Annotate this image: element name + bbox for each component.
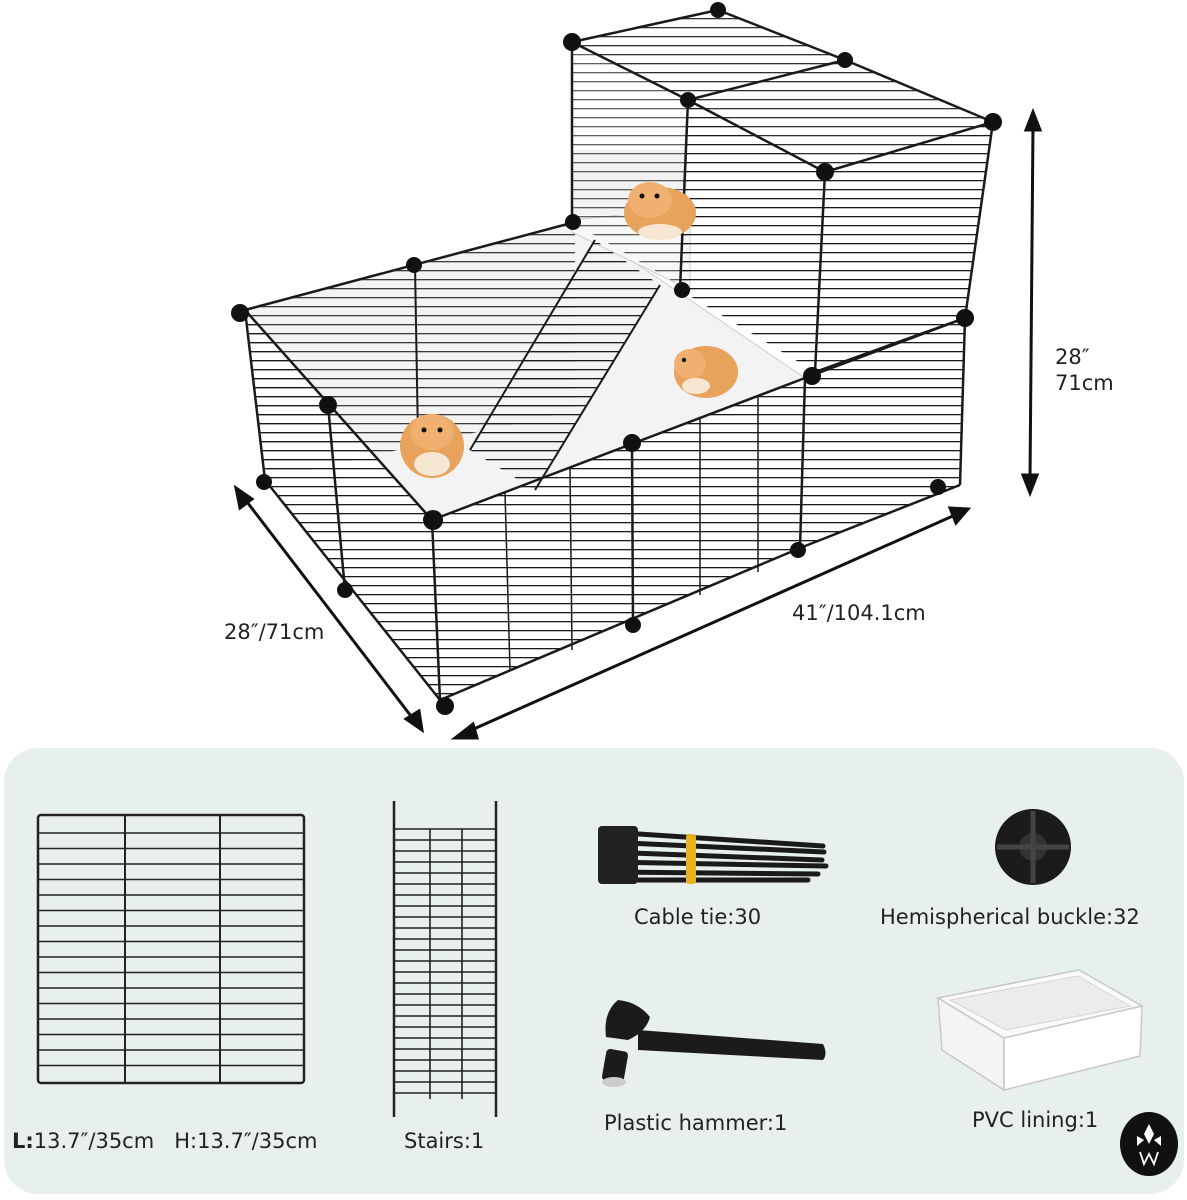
cage-illustration — [231, 2, 1043, 740]
buckle-icon — [995, 809, 1071, 885]
stairs-icon — [392, 801, 498, 1117]
depth-label: 28″/71cm — [224, 620, 325, 644]
length-prefix: L: — [12, 1129, 34, 1153]
panel-height: H:13.7″/35cm — [174, 1129, 318, 1153]
cable-tie-caption: Cable tie:30 — [634, 905, 762, 929]
height-inches: 28″ — [1055, 345, 1090, 369]
height-arrow — [1020, 107, 1043, 498]
hammer-caption: Plastic hammer:1 — [604, 1111, 788, 1135]
lining-caption: PVC lining:1 — [972, 1108, 1099, 1132]
depth-arrow — [233, 484, 425, 734]
cable-tie-icon — [598, 826, 829, 884]
right-lower-wall — [799, 316, 967, 550]
front-wall — [430, 376, 807, 702]
parts-panel — [4, 748, 1184, 1194]
panel-size-caption: L:13.7″/35cm H:13.7″/35cm — [12, 1129, 318, 1153]
hamster-middle — [674, 346, 738, 398]
width-arrow — [450, 506, 972, 740]
stairs-caption: Stairs:1 — [404, 1129, 485, 1153]
panel-length: 13.7″/35cm — [33, 1129, 155, 1153]
height-cm: 71cm — [1055, 371, 1114, 396]
height-label: 28″ 71cm — [1055, 344, 1114, 397]
ladder — [469, 239, 661, 491]
buckles — [231, 2, 1002, 715]
hamster-lower — [400, 414, 464, 478]
buckle-caption: Hemispherical buckle:32 — [880, 905, 1140, 929]
hammer-icon — [602, 1000, 826, 1087]
pvc-lining-icon — [935, 969, 1145, 1092]
width-label: 41″/104.1cm — [792, 601, 926, 625]
wire-panel-icon — [36, 813, 306, 1085]
hamster-upper — [624, 182, 696, 240]
brand-logo — [1120, 1112, 1178, 1176]
